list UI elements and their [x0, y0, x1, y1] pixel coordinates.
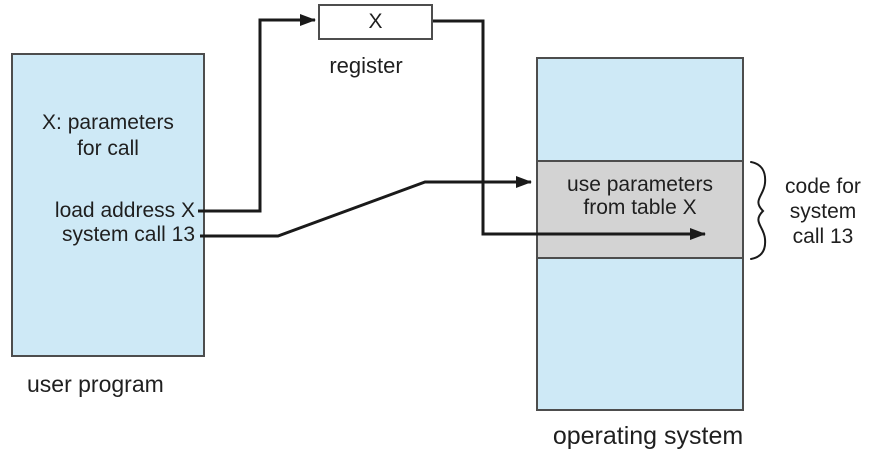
- handler-line2: from table X: [583, 196, 697, 219]
- brace-annotation: code for system call 13: [773, 174, 873, 249]
- operating-system-box: use parameters from table X: [536, 57, 744, 411]
- operating-system-label: operating system: [552, 422, 744, 450]
- register-box: X: [318, 4, 433, 40]
- brace-label-line2: system: [789, 200, 857, 223]
- brace-label-line1: code for: [785, 175, 861, 198]
- handler-line1: use parameters: [567, 173, 713, 196]
- statement-load-address: load address X: [54, 199, 195, 222]
- user-program-box: X: parameters for call load address X sy…: [11, 53, 205, 357]
- register-label: register: [329, 53, 403, 78]
- arrow-load-address-to-register: [198, 14, 316, 213]
- parameter-note-line2: for call: [77, 137, 139, 160]
- user-program-label: user program: [27, 371, 164, 397]
- right-brace: [750, 161, 767, 260]
- syscall-handler-band: use parameters from table X: [538, 160, 742, 259]
- parameter-table-note: X: parameters for call: [13, 110, 203, 162]
- statement-system-call: system call 13: [61, 223, 195, 246]
- parameter-note-line1: X: parameters: [42, 111, 174, 134]
- arrow-system-call-to-handler: [200, 176, 532, 238]
- brace-label-line3: call 13: [792, 225, 854, 248]
- register-value: X: [368, 10, 383, 33]
